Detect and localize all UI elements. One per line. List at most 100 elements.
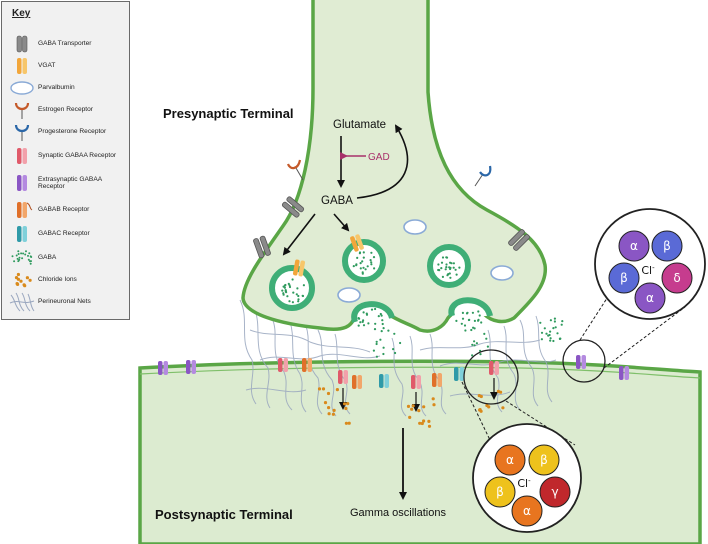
gaba-transporter	[508, 229, 530, 251]
gaba-dot	[377, 315, 380, 318]
parvalbumin	[490, 265, 514, 281]
gaba-dot	[483, 332, 486, 335]
extrasynaptic-zoom-source	[562, 339, 606, 383]
gaba-dot	[372, 349, 375, 352]
extrasynaptic-zoom: α β β δ α Cl-	[562, 208, 706, 383]
chloride-ion	[501, 406, 505, 410]
gaba-dot	[292, 291, 295, 294]
key-item-label: Perineuronal Nets	[38, 298, 91, 306]
gaba-dot	[553, 320, 557, 323]
gaba-c-receptor-icon	[8, 223, 36, 245]
gaba-transporters	[253, 196, 530, 259]
gaba-dot	[445, 256, 449, 259]
chloride-ion	[431, 397, 435, 401]
subunit-alpha	[511, 495, 543, 527]
chloride-ion	[317, 387, 322, 391]
subunit-alpha-label: α	[646, 291, 654, 305]
subunit-delta	[661, 262, 693, 294]
gaba-dot	[382, 352, 385, 356]
perineuronal-nets-icon	[8, 291, 36, 313]
gaba-dot	[548, 333, 551, 337]
gaba-dot	[553, 317, 557, 320]
gaba-dot	[473, 340, 476, 343]
chloride-ion	[432, 403, 436, 407]
key-item-gaba: GABA	[8, 247, 128, 269]
synaptic-gaba-a-receptor	[411, 375, 421, 389]
chloride-ion	[422, 405, 426, 409]
gaba-dot	[370, 251, 373, 254]
estrogen-receptor	[286, 159, 304, 181]
glutamate-label: Glutamate	[333, 119, 386, 131]
gaba-dot	[296, 287, 299, 290]
chloride-ion	[487, 405, 491, 409]
synaptic-gaba-a-receptor	[489, 361, 499, 375]
gaba-dot	[467, 318, 470, 322]
gaba-dot	[441, 256, 445, 259]
gaba-dot	[288, 300, 291, 303]
gaba-dot	[549, 319, 553, 322]
gaba-b-receptor	[302, 358, 312, 372]
synaptic-subunits: α β β γ α Cl-	[484, 444, 571, 527]
gaba-b-receptor	[352, 375, 362, 389]
gaba-dot	[543, 327, 546, 330]
subunit-alpha	[634, 282, 666, 314]
synaptic-zoom-source	[463, 349, 519, 405]
chloride-ion	[406, 404, 411, 408]
gaba-dot	[373, 267, 376, 270]
gaba-dot	[297, 300, 300, 303]
gaba-dot	[455, 273, 458, 276]
gaba-dot	[549, 330, 552, 333]
gaba-dot	[356, 256, 359, 259]
gaba-dots-icon	[8, 247, 36, 269]
gaba-dot	[480, 321, 483, 324]
gaba-dot	[392, 348, 395, 351]
key-item-label: GABA	[38, 254, 57, 262]
chloride-ion	[408, 415, 412, 419]
gaba-transporter-icon	[8, 33, 36, 55]
postsynaptic-terminal-label: Postsynaptic Terminal	[155, 507, 293, 522]
gaba-dot	[486, 345, 489, 348]
gaba-dot	[364, 268, 367, 271]
gamma-oscillations-label: Gamma oscillations	[350, 507, 446, 519]
synaptic-gaba-a-receptor	[278, 358, 288, 372]
gaba-dot	[561, 320, 564, 323]
gaba-dot	[297, 294, 300, 298]
gaba-dot	[464, 329, 467, 332]
chloride-ion	[411, 404, 415, 408]
gaba-dot	[549, 337, 552, 340]
subunit-beta-label: β	[620, 271, 628, 285]
key-item-estrogen-receptor: Estrogen Receptor	[8, 99, 128, 121]
gaba-dot	[438, 269, 441, 272]
subunit-alpha-label: α	[630, 239, 638, 253]
chloride-ion	[418, 421, 422, 425]
gaba-dot	[373, 328, 377, 331]
extrasynaptic-gaba-a-receptor	[576, 355, 586, 369]
chloride-ion	[335, 388, 339, 392]
vgat	[293, 259, 305, 277]
key-item-label: GABAC Receptor	[38, 230, 90, 238]
chloride-ion	[331, 412, 335, 416]
gaba-dot	[359, 267, 362, 270]
gaba-dot	[444, 268, 447, 271]
gaba-dot	[284, 283, 287, 287]
gaba-dot	[291, 301, 294, 304]
gaba-dot	[357, 324, 360, 327]
key-item-label: Parvalbumin	[38, 84, 75, 92]
chloride-ion	[479, 409, 483, 413]
gaba-dot	[441, 275, 444, 278]
chloride-ion	[343, 402, 347, 406]
subunit-delta-label: δ	[673, 271, 680, 285]
chloride-ion	[346, 402, 350, 406]
gaba-dot	[374, 322, 377, 325]
gaba-dot	[558, 337, 562, 340]
gaba-dot	[295, 293, 298, 296]
gaba-transporter	[253, 235, 271, 259]
gaba-dot	[365, 313, 369, 316]
gaba-dot	[362, 324, 366, 327]
vgat	[350, 234, 364, 252]
subunit-beta-label: β	[496, 485, 504, 499]
key-title: Key	[12, 8, 31, 19]
vesicle-fusing-left	[351, 301, 395, 323]
chloride-ion	[496, 389, 500, 393]
gaba-to-middle-vesicle-arrow	[333, 213, 350, 232]
